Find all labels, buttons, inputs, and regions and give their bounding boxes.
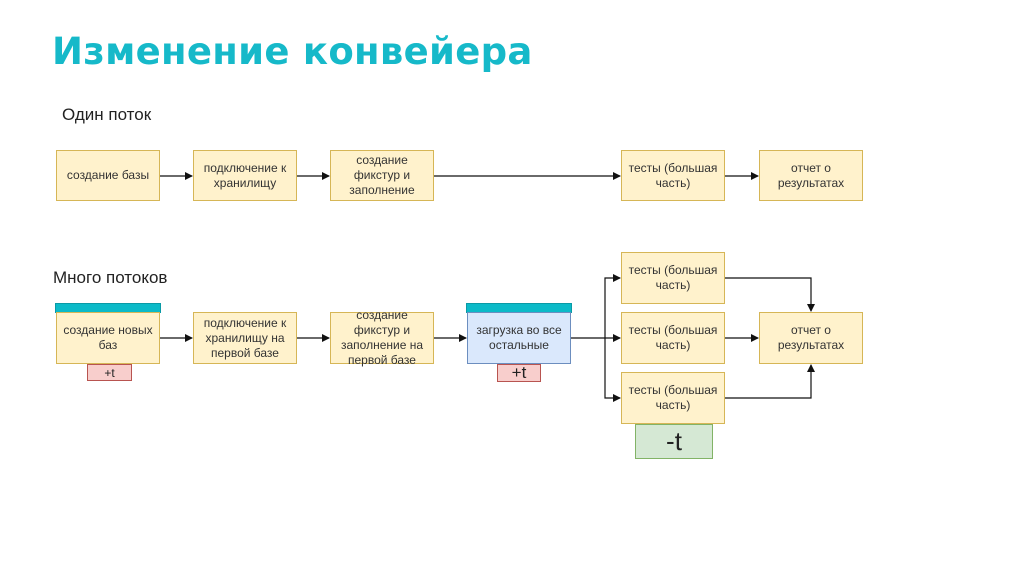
single-thread-label: Один поток: [62, 105, 152, 124]
step-fixtures-first-db: создание фикстур и заполнение на первой …: [330, 308, 434, 367]
arrow-join-bottom: [725, 364, 815, 399]
time-tag-plus-load: +t: [497, 363, 541, 382]
time-tag-plus-create: +t: [87, 364, 132, 381]
step-create-new-dbs: создание новых баз: [56, 312, 160, 364]
step-load-all: загрузка во все остальные: [467, 312, 571, 364]
arrow-join-top: [725, 277, 815, 312]
parallel-tests-1: тесты (большая часть): [621, 252, 725, 304]
multi-thread-label: Много потоков: [53, 268, 168, 287]
multi-step-report: отчет о результатах: [759, 312, 863, 364]
time-tag-minus-tests: -t: [635, 424, 713, 459]
page-title: Изменение конвейера: [52, 30, 533, 73]
step-tests: тесты (большая часть): [621, 150, 725, 201]
step-fixtures: создание фикстур и заполнение: [330, 150, 434, 201]
parallel-tests-3: тесты (большая часть): [621, 372, 725, 424]
arrow-fork-bottom: [604, 338, 621, 402]
step-connect-first-db: подключение к хранилищу на первой базе: [193, 312, 297, 364]
step-connect-storage: подключение к хранилищу: [193, 150, 297, 201]
arrow-fork-top: [604, 274, 621, 338]
step-create-db: создание базы: [56, 150, 160, 201]
step-report: отчет о результатах: [759, 150, 863, 201]
parallel-tests-2: тесты (большая часть): [621, 312, 725, 364]
